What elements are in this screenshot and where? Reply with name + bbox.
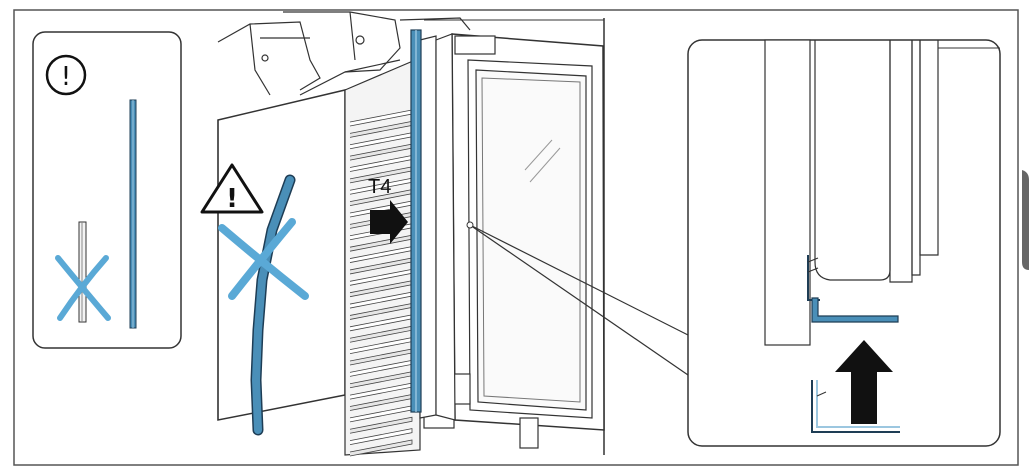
callout-line-bottom (469, 224, 689, 376)
notice-panel: ! (32, 31, 182, 349)
seal-profile-detail (811, 297, 899, 323)
notice-icon: ! (45, 54, 87, 96)
callout-line-top (469, 224, 689, 336)
fridge-illustration: T4 ! (200, 11, 689, 457)
shelf-slat (349, 416, 413, 434)
warning-triangle-icon: ! (200, 163, 264, 214)
refrigerator-door (423, 33, 605, 449)
cross-mark-icon (55, 255, 111, 321)
page-tab (1022, 170, 1029, 270)
bent-seal-strip (250, 174, 296, 436)
seal-strip-wrong (78, 221, 87, 323)
cross-mark-icon (218, 218, 309, 300)
profile-reference (811, 380, 900, 433)
cabinet-side-panel (217, 89, 346, 421)
notice-symbol: ! (61, 62, 71, 92)
detail-post (764, 39, 811, 346)
shelf-slat (349, 439, 413, 457)
detail-panel-frame (687, 39, 1001, 447)
notice-panel-frame (32, 31, 182, 349)
arrow-right-icon (370, 200, 408, 244)
warning-symbol: ! (226, 184, 238, 214)
arrow-up-icon (835, 340, 893, 424)
seal-strip-correct (129, 99, 137, 329)
seal-strip-installed (410, 29, 422, 413)
top-machinery (217, 11, 471, 96)
step-label: T4 (368, 176, 391, 198)
shelf-group (349, 109, 413, 457)
shelf-slat (349, 428, 413, 446)
detail-panel (687, 39, 1001, 447)
door-frame-post (419, 35, 437, 419)
outer-frame (13, 9, 1019, 466)
